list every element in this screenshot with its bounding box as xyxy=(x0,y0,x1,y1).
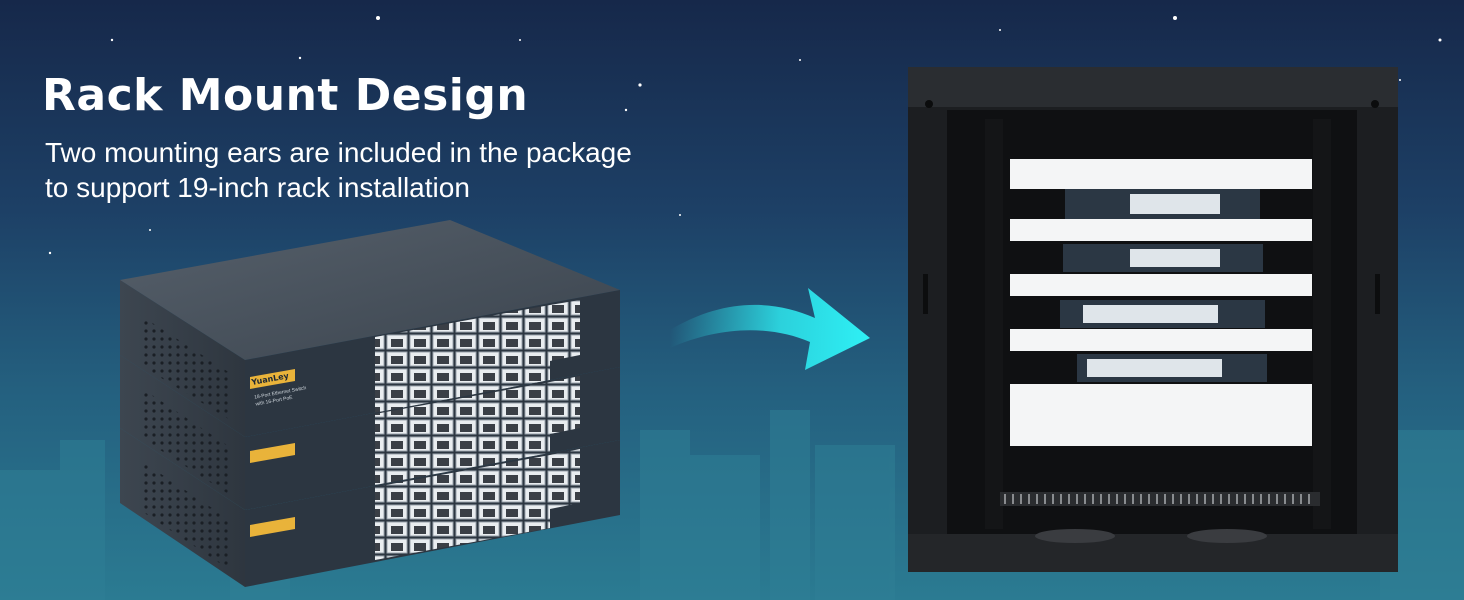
mounted-switch-3 xyxy=(1060,300,1265,328)
switch-top-surface xyxy=(120,220,620,360)
rack-cabinet-illustration xyxy=(908,67,1398,572)
curved-arrow-icon xyxy=(670,288,870,370)
subtext: Two mounting ears are included in the pa… xyxy=(45,135,632,205)
headline: Rack Mount Design xyxy=(42,70,529,121)
mounted-switch-4 xyxy=(1077,354,1267,382)
subtext-line-1: Two mounting ears are included in the pa… xyxy=(45,137,632,168)
mounted-switch-1 xyxy=(1065,189,1260,219)
mounted-switch-2 xyxy=(1063,244,1263,272)
subtext-line-2: to support 19-inch rack installation xyxy=(45,172,470,203)
switch-stack-illustration: YuanLey 18-Port Ethernet Switch with 16-… xyxy=(120,220,620,587)
switch-unit-bottom xyxy=(120,428,620,587)
switch-unit-top xyxy=(120,280,620,437)
switch-unit-middle xyxy=(120,355,620,510)
